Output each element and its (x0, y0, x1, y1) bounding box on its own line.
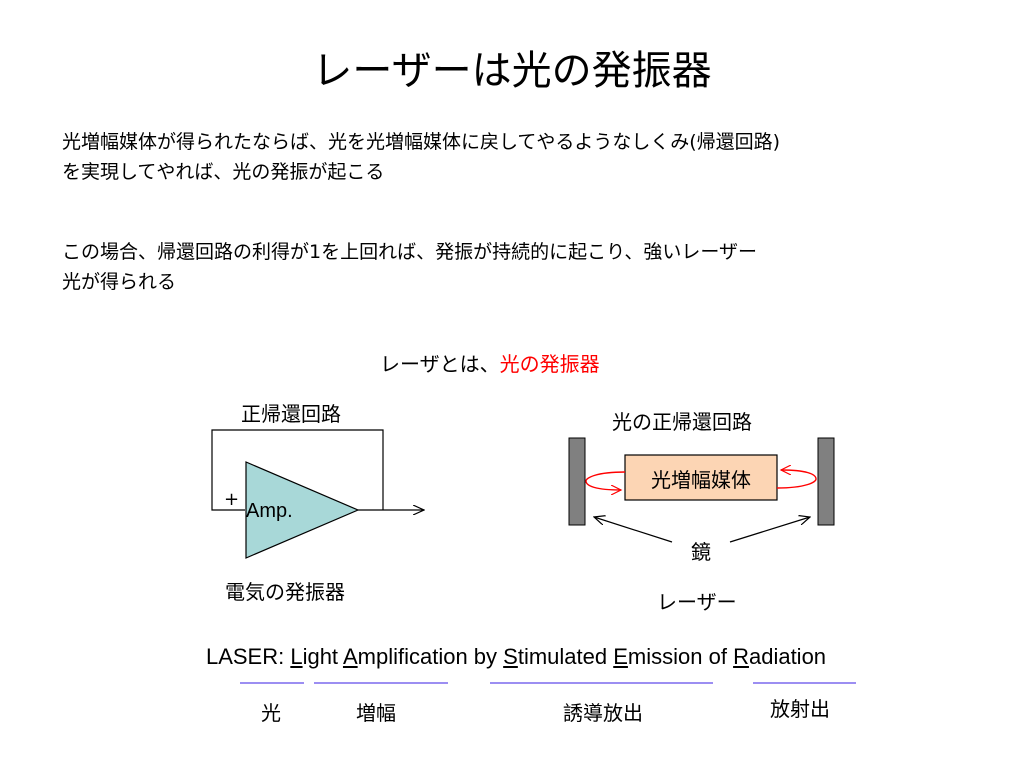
mirror-label: 鏡 (691, 540, 711, 564)
slide-title: レーザーは光の発振器 (312, 48, 712, 94)
feedback-arrow-right (776, 470, 817, 489)
feedback-arrow-left (585, 471, 626, 490)
gain-medium-label: 光増幅媒体 (651, 468, 751, 492)
acronym-prefix: LASER: (205, 644, 291, 669)
acronym-initial-s: S (503, 644, 518, 669)
electrical-caption: 電気の発振器 (225, 580, 345, 604)
feedback-loop-line (211, 429, 384, 511)
amp-label: Amp. (246, 500, 293, 522)
mirror-pointer-right (729, 517, 810, 543)
acronym-initial-l: L (290, 644, 303, 669)
laser-definition-prefix: レーザとは、 (380, 352, 500, 376)
acronym-initial-e: E (613, 644, 628, 669)
translation-stimulated-emission: 誘導放出 (563, 701, 643, 725)
acronym-word-light: ight (302, 644, 343, 669)
acronym-word-emission: mission of (627, 644, 734, 669)
acronym-initial-a: A (342, 644, 358, 669)
laser-acronym: LASER: Light Amplification by Stimulated… (0, 644, 1024, 670)
right-mirror (817, 437, 835, 526)
laser-definition-highlight: 光の発振器 (499, 352, 600, 376)
electrical-oscillator (211, 429, 424, 559)
translation-light: 光 (261, 701, 281, 725)
amplifier-triangle (245, 461, 360, 559)
laser-caption: レーザー (657, 590, 737, 614)
mirror-pointer-left (594, 517, 673, 543)
translation-amplification: 増幅 (356, 701, 396, 725)
paragraph-2: この場合、帰還回路の利得が1を上回れば、発振が持続的に起こり、強いレーザー 光が… (62, 237, 757, 297)
optical-feedback-label: 光の正帰還回路 (612, 410, 752, 434)
acronym-initial-r: R (733, 644, 749, 669)
paragraph-1: 光増幅媒体が得られたならば、光を光増幅媒体に戻してやるようなしくみ(帰還回路) … (62, 127, 780, 187)
left-mirror (568, 437, 586, 526)
laser-definition: レーザとは、光の発振器 (380, 348, 600, 377)
acronym-word-amplification: mplification by (357, 644, 504, 669)
plus-sign: + (224, 489, 240, 510)
acronym-word-stimulated: timulated (517, 644, 614, 669)
paragraph-2-line-1: この場合、帰還回路の利得が1を上回れば、発振が持続的に起こり、強いレーザー (62, 241, 757, 263)
gain-medium-box (624, 454, 778, 501)
translation-radiation: 放射出 (770, 697, 830, 721)
paragraph-1-line-1: 光増幅媒体が得られたならば、光を光増幅媒体に戻してやるようなしくみ(帰還回路) (62, 131, 781, 153)
acronym-word-radiation: adiation (748, 644, 827, 669)
electrical-feedback-label: 正帰還回路 (241, 402, 341, 426)
paragraph-1-line-2: を実現してやれば、光の発振が起こる (62, 161, 385, 183)
laser-oscillator (568, 437, 835, 543)
paragraph-2-line-2: 光が得られる (62, 271, 177, 293)
